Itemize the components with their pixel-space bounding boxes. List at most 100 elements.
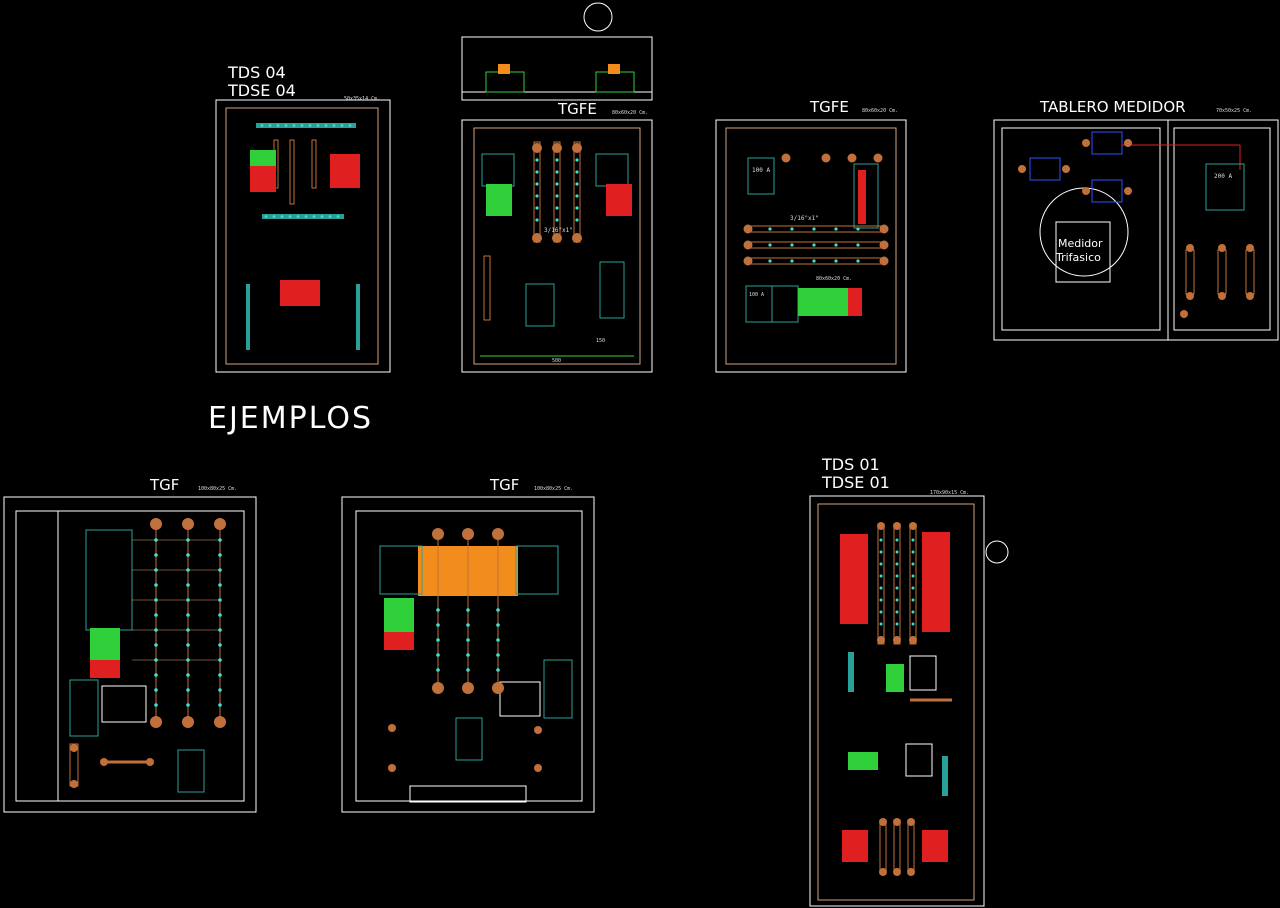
- terminal-dot: [895, 586, 899, 590]
- dim-150: 150: [596, 338, 605, 344]
- breaker-red: [250, 166, 276, 192]
- breaker-stack: [85, 529, 133, 631]
- terminal-dot: [304, 215, 308, 218]
- terminal-dot: [535, 218, 539, 222]
- bus-bar: [289, 139, 295, 205]
- terminal-strip: [356, 284, 360, 350]
- copper-lug: [214, 518, 226, 530]
- dims-tgf-center: 100x80x25 Cm.: [534, 486, 573, 492]
- breaker-100a: [379, 545, 423, 595]
- terminal-blue: [1091, 179, 1123, 203]
- copper-lug: [907, 818, 915, 826]
- terminal-dot: [154, 598, 158, 602]
- terminal-dot: [218, 643, 222, 647]
- terminal-dot: [895, 622, 899, 626]
- dim-500: 500: [552, 358, 561, 364]
- terminal-dot: [218, 628, 222, 632]
- terminal-dot: [911, 622, 915, 626]
- panel-tds01: TDS 01 TDSE 01 170x90x15 Cm.: [809, 455, 1009, 907]
- copper-lug: [552, 143, 562, 153]
- copper-lug: [462, 682, 474, 694]
- title-tdse04: TDSE 04: [227, 81, 296, 100]
- enclosure-outer: [341, 496, 595, 813]
- enclosure-inner: [15, 510, 245, 802]
- copper-lug: [1218, 292, 1226, 300]
- title-tds04: TDS 04: [227, 63, 286, 82]
- copper-lug: [552, 233, 562, 243]
- enclosure-outer: [215, 99, 391, 373]
- terminal-dot: [296, 215, 300, 218]
- terminal-dot: [436, 608, 440, 612]
- neutral-bar: [262, 214, 344, 219]
- terminal-dot: [879, 574, 883, 578]
- bus-bars: [877, 523, 917, 645]
- panel-tds04: TDS 04 TDSE 04 50x35x14 Cm.: [215, 63, 391, 373]
- side-terminal: [498, 64, 510, 74]
- terminal-dot: [284, 124, 288, 127]
- side-terminal: [608, 64, 620, 74]
- terminal-dots: [70, 124, 1254, 876]
- terminal-blue: [1029, 157, 1061, 181]
- dims-tds04: 50x35x14 Cm.: [344, 96, 380, 102]
- terminal-dot: [834, 227, 838, 231]
- terminal-dot: [186, 568, 190, 572]
- terminal-dot: [575, 218, 579, 222]
- breaker-green: [384, 598, 414, 632]
- copper-lug: [877, 636, 885, 644]
- terminal-dot: [496, 608, 500, 612]
- terminal-dot: [535, 206, 539, 210]
- copper-lug: [182, 716, 194, 728]
- dims-tgfe-top: 80x60x20 Cm.: [612, 110, 648, 116]
- copper-lug: [432, 528, 444, 540]
- copper-lug: [462, 528, 474, 540]
- terminal-dot: [911, 610, 915, 614]
- copper-lug: [879, 224, 889, 234]
- breaker-red: [330, 154, 360, 188]
- copper-lug: [572, 143, 582, 153]
- copper-lug: [150, 716, 162, 728]
- side-breaker: [485, 71, 525, 93]
- terminal-block: [599, 261, 625, 319]
- terminal-dot: [879, 586, 883, 590]
- terminal-dot: [834, 259, 838, 263]
- copper-lug: [1246, 244, 1254, 252]
- terminal-dot: [879, 550, 883, 554]
- terminal-dot: [328, 215, 332, 218]
- terminal-dot: [555, 194, 559, 198]
- copper-lug: [1246, 292, 1254, 300]
- terminal-dot: [218, 568, 222, 572]
- copper-lug: [1180, 310, 1188, 318]
- enclosure-inner: [473, 127, 641, 365]
- enclosure-outer: [809, 495, 985, 907]
- copper-lug: [146, 758, 154, 766]
- breaker-red: [922, 830, 948, 862]
- terminal-dot: [154, 538, 158, 542]
- enclosure-outer: [3, 496, 257, 813]
- terminal-dot: [292, 124, 296, 127]
- terminal-dot: [895, 550, 899, 554]
- terminal-dot: [218, 553, 222, 557]
- terminal-dot: [496, 653, 500, 657]
- terminal-dot: [186, 703, 190, 707]
- copper-lug: [879, 818, 887, 826]
- meter-label: Medidor: [1058, 237, 1103, 250]
- copper-lug: [873, 153, 883, 163]
- section-marker: [985, 540, 1009, 564]
- terminal-dot: [332, 124, 336, 127]
- terminal-dot: [154, 673, 158, 677]
- breaker-100a: [595, 153, 629, 187]
- bus-bar-l2: [745, 241, 887, 249]
- terminal-dot: [186, 583, 190, 587]
- terminal-dot: [466, 653, 470, 657]
- copper-lug: [1124, 187, 1132, 195]
- terminal-dot: [154, 688, 158, 692]
- breaker-green: [250, 150, 276, 166]
- contactor: [499, 681, 541, 717]
- terminal-dot: [856, 259, 860, 263]
- terminal-dot: [911, 598, 915, 602]
- terminal-dot: [895, 574, 899, 578]
- terminal-dot: [768, 227, 772, 231]
- title-tgfe-right: TGFE: [809, 98, 849, 116]
- terminal-block: [69, 679, 99, 737]
- terminal-dot: [911, 574, 915, 578]
